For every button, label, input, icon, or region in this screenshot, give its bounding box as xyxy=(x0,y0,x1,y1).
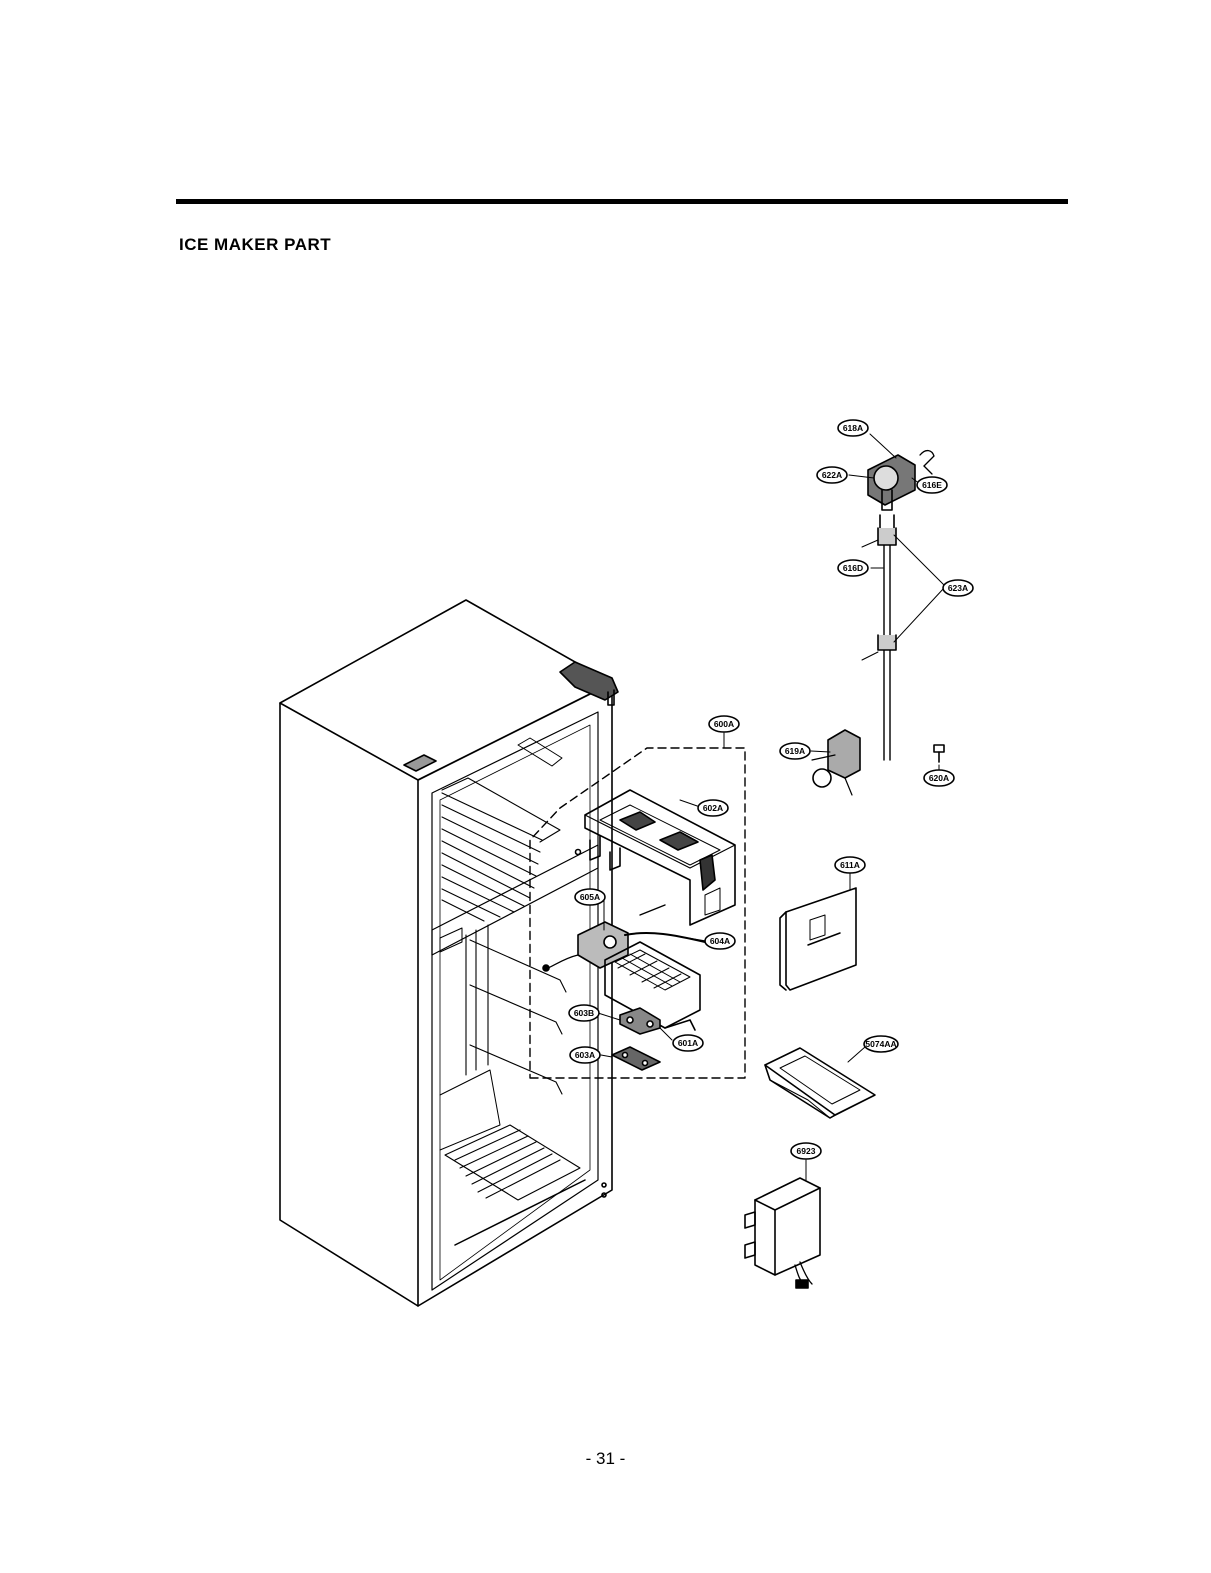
callout-label: 5074AA xyxy=(865,1039,896,1049)
callout-611a: 611A xyxy=(835,857,865,873)
refrigerator-cabinet xyxy=(280,600,618,1306)
callout-label: 603B xyxy=(574,1008,594,1018)
callout-620a: 620A xyxy=(924,770,954,786)
callout-616d: 616D xyxy=(838,560,868,576)
callout-603b: 603B xyxy=(569,1005,599,1021)
callout-603a: 603A xyxy=(570,1047,600,1063)
bracket-603b xyxy=(620,1008,660,1034)
callout-label: 623A xyxy=(948,583,968,593)
page-number: - 31 - xyxy=(0,1449,1211,1469)
fill-tube-assembly xyxy=(862,451,934,760)
callout-600a: 600A xyxy=(709,716,739,732)
water-valve xyxy=(812,730,860,795)
callout-622a: 622A xyxy=(817,467,847,483)
callout-label: 605A xyxy=(580,892,600,902)
callout-label: 6923 xyxy=(797,1146,816,1156)
callout-5074aa: 5074AA xyxy=(864,1036,898,1052)
callout-601a: 601A xyxy=(673,1035,703,1051)
callout-label: 600A xyxy=(714,719,734,729)
callout-label: 603A xyxy=(575,1050,595,1060)
ice-maker-motor xyxy=(543,905,705,971)
callout-623a: 623A xyxy=(943,580,973,596)
callout-616e: 616E xyxy=(917,477,947,493)
callout-label: 611A xyxy=(840,860,860,870)
ice-maker-cover xyxy=(780,888,856,990)
screw-620a xyxy=(934,745,944,762)
callout-label: 619A xyxy=(785,746,805,756)
callout-label: 616D xyxy=(843,563,863,573)
leader-lines xyxy=(598,434,944,1180)
callout-label: 601A xyxy=(678,1038,698,1048)
callout-604a: 604A xyxy=(705,933,735,949)
callout-618a: 618A xyxy=(838,420,868,436)
callout-label: 616E xyxy=(922,480,942,490)
callout-6923: 6923 xyxy=(791,1143,821,1159)
callout-label: 622A xyxy=(822,470,842,480)
callout-label: 618A xyxy=(843,423,863,433)
callout-605a: 605A xyxy=(575,889,605,905)
callout-label: 604A xyxy=(710,936,730,946)
callout-label: 602A xyxy=(703,803,723,813)
callout-label: 620A xyxy=(929,773,949,783)
callout-619a: 619A xyxy=(780,743,810,759)
callout-602a: 602A xyxy=(698,800,728,816)
bracket-603a xyxy=(612,1047,660,1070)
control-box xyxy=(745,1178,820,1288)
ice-bin xyxy=(765,1048,875,1118)
